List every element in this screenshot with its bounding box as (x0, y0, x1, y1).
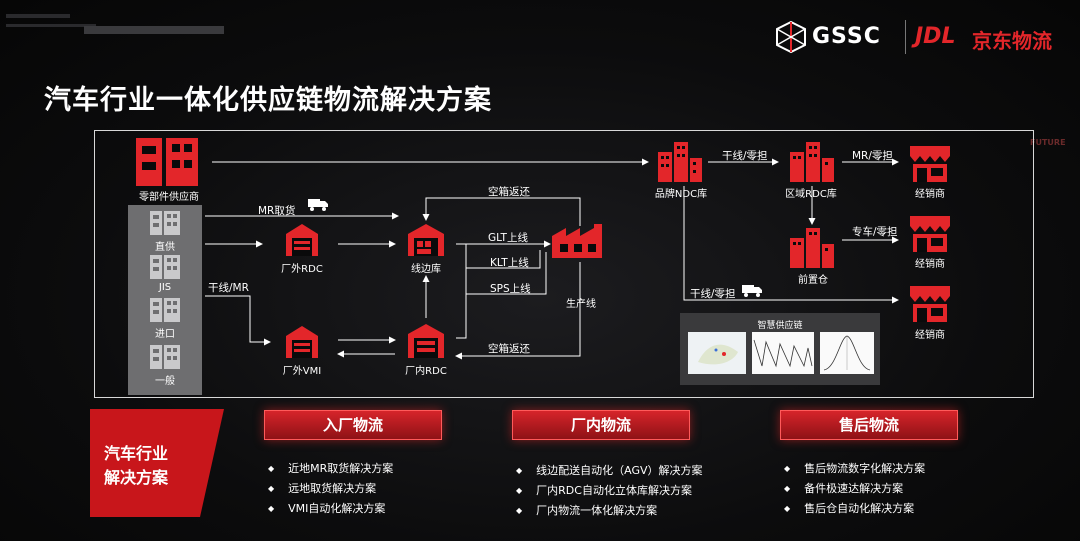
inner-rdc-label: 厂内RDC (405, 366, 447, 377)
jis-icon (150, 255, 180, 279)
factory-rdc-label: 厂外RDC (281, 264, 323, 275)
factory-icon (552, 224, 602, 258)
mr-part-label: MR/零担 (852, 150, 893, 162)
solution-item: 线边配送自动化（AGV）解决方案 (516, 462, 702, 478)
vmi-warehouse-icon (286, 326, 318, 358)
inbound-logistics-header: 入厂物流 (264, 410, 442, 440)
decor-bar (6, 14, 70, 18)
warehouse-icon (286, 224, 318, 256)
dealer-store-icon (910, 216, 950, 252)
trunk-mr-label: 干线/MR (208, 282, 249, 294)
supplier-label: 零部件供应商 (139, 192, 199, 203)
solution-item: 厂内物流一体化解决方案 (516, 502, 657, 518)
footer-tab-line1: 汽车行业 (104, 444, 169, 463)
truck-icon (308, 199, 328, 211)
dealer1-label: 经销商 (915, 189, 945, 200)
footer-tab-shape (90, 409, 224, 517)
footer-tab-line2: 解决方案 (104, 468, 169, 487)
general-icon (150, 345, 180, 369)
production-line-label: 生产线 (566, 299, 596, 310)
gssc-cube-icon (776, 20, 806, 54)
decor-bar (6, 24, 96, 27)
gssc-logo-text: GSSC (812, 24, 881, 49)
inplant-logistics-header: 厂内物流 (512, 410, 690, 440)
solution-item: 厂内RDC自动化立体库解决方案 (516, 482, 692, 498)
brand-ndc-label: 品牌NDC库 (654, 189, 708, 200)
general-label: 一般 (155, 376, 175, 387)
map-thumbnail (688, 332, 746, 374)
solution-item: 近地MR取货解决方案 (268, 460, 393, 476)
empty-return-bottom-label: 空箱返还 (488, 343, 530, 355)
direct-supply-icon (150, 211, 180, 235)
dealer-store-icon (910, 286, 950, 322)
jis-label: JIS (158, 282, 172, 293)
empty-return-top-label: 空箱返还 (488, 186, 530, 198)
region-rdc-building-icon (790, 142, 834, 182)
trunk-part1-label: 干线/零担 (722, 150, 768, 162)
sps-label: SPS上线 (490, 283, 531, 295)
line-side-warehouse-icon (408, 224, 444, 256)
region-rdc-label: 区域RDC库 (785, 189, 837, 200)
solution-item: VMI自动化解决方案 (268, 500, 385, 516)
solution-item: 备件极速达解决方案 (784, 480, 903, 496)
page-title: 汽车行业一体化供应链物流解决方案 (44, 85, 492, 116)
diagram-frame (94, 130, 1034, 398)
smart-supply-chain-title: 智慧供应链 (757, 321, 803, 331)
direct-supply-label: 直供 (155, 242, 175, 253)
solution-item: 售后物流数字化解决方案 (784, 460, 925, 476)
mr-pickup-label: MR取货 (258, 205, 296, 217)
jdl-logo-text: JDL (915, 24, 956, 49)
decor-tag: FUTURE (1030, 138, 1066, 147)
decor-bar (84, 26, 224, 34)
brand-ndc-building-icon (658, 142, 702, 182)
front-warehouse-label: 前置仓 (798, 275, 828, 286)
dealer3-label: 经销商 (915, 330, 945, 341)
truck-icon (742, 285, 762, 297)
jdl-logo-cn: 京东物流 (972, 29, 1052, 53)
glt-label: GLT上线 (488, 232, 528, 244)
bell-chart-thumbnail (820, 332, 874, 374)
klt-label: KLT上线 (490, 257, 529, 269)
factory-vmi-label: 厂外VMI (282, 366, 322, 377)
line-side-label: 线边库 (411, 264, 441, 275)
aftersales-logistics-header: 售后物流 (780, 410, 958, 440)
dealer-store-icon (910, 146, 950, 182)
dealer2-label: 经销商 (915, 259, 945, 270)
line-chart-thumbnail (752, 332, 814, 374)
car-part-label: 专车/零担 (852, 226, 898, 238)
solution-item: 售后仓自动化解决方案 (784, 500, 914, 516)
import-label: 进口 (155, 329, 175, 340)
supplier-icon (136, 138, 198, 186)
inner-rdc-warehouse-icon (408, 324, 444, 358)
import-icon (150, 298, 180, 322)
solution-item: 远地取货解决方案 (268, 480, 376, 496)
trunk-part2-label: 干线/零担 (690, 288, 736, 300)
logo-separator (905, 20, 906, 54)
front-warehouse-icon (790, 228, 834, 268)
